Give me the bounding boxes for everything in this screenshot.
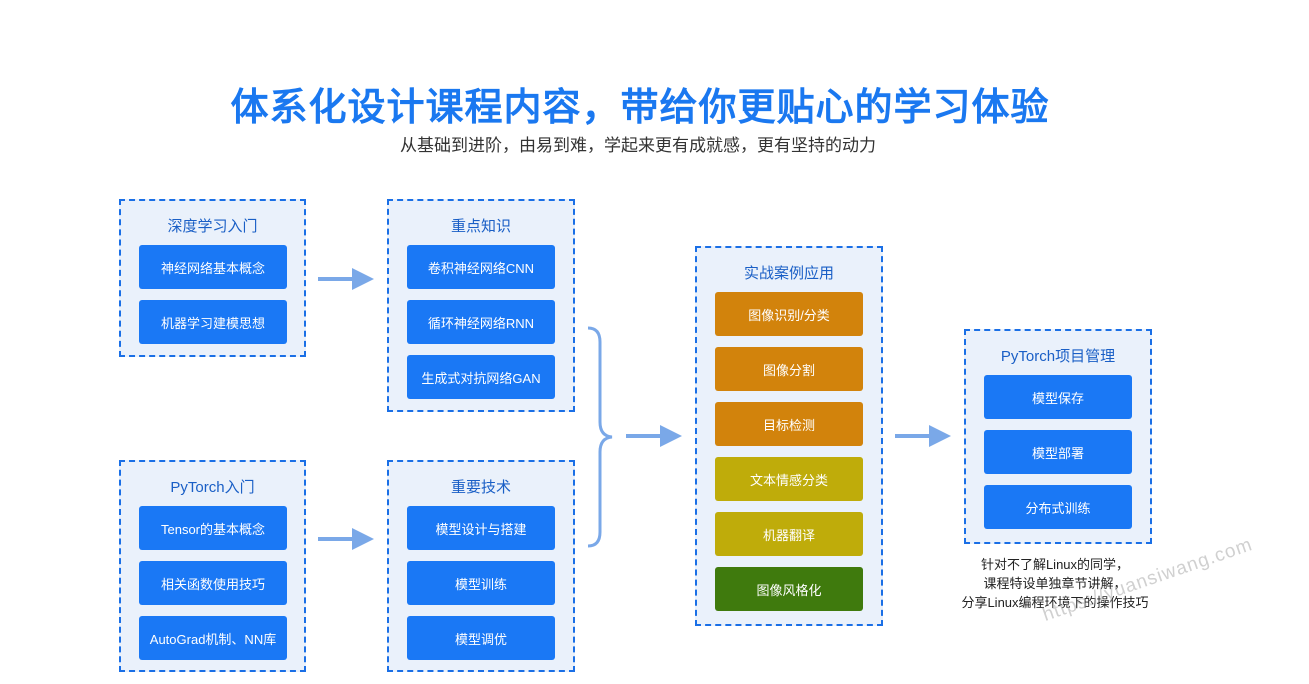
linux-note: 针对不了解Linux的同学， 课程特设单独章节讲解， 分享Linux编程环境下的… [920,555,1190,612]
item-tensor-basics[interactable]: Tensor的基本概念 [139,506,287,550]
group-title: 重点知识 [450,218,511,235]
item-object-detection[interactable]: 目标检测 [715,402,863,446]
arrow-right-icon [895,425,951,447]
group-project-management: PyTorch项目管理 模型保存 模型部署 分布式训练 [964,329,1152,544]
page-subtitle: 从基础到进阶，由易到难，学起来更有成就感，更有坚持的动力 [400,136,876,155]
curly-brace-icon [587,326,613,548]
item-text-sentiment[interactable]: 文本情感分类 [715,457,863,501]
group-practical-cases: 实战案例应用 图像识别/分类 图像分割 目标检测 文本情感分类 机器翻译 图像风… [695,246,883,626]
group-deep-learning-intro: 深度学习入门 神经网络基本概念 机器学习建模思想 [119,199,306,357]
note-line: 课程特设单独章节讲解， [983,576,1127,591]
item-model-tuning[interactable]: 模型调优 [407,616,555,660]
note-line: 针对不了解Linux的同学， [980,557,1130,572]
arrow-right-icon [318,268,374,290]
item-ml-modeling-thinking[interactable]: 机器学习建模思想 [139,300,287,344]
item-distributed-training[interactable]: 分布式训练 [984,485,1132,529]
item-cnn[interactable]: 卷积神经网络CNN [407,245,555,289]
group-title: 深度学习入门 [167,218,258,235]
arrow-right-icon [318,528,374,550]
item-image-classification[interactable]: 图像识别/分类 [715,292,863,336]
group-title: PyTorch入门 [170,479,255,496]
item-style-transfer[interactable]: 图像风格化 [715,567,863,611]
item-gan[interactable]: 生成式对抗网络GAN [407,355,555,399]
item-image-segmentation[interactable]: 图像分割 [715,347,863,391]
group-key-techniques: 重要技术 模型设计与搭建 模型训练 模型调优 [387,460,575,672]
group-pytorch-intro: PyTorch入门 Tensor的基本概念 相关函数使用技巧 AutoGrad机… [119,460,306,672]
item-machine-translation[interactable]: 机器翻译 [715,512,863,556]
note-line: 分享Linux编程环境下的操作技巧 [961,595,1149,610]
item-model-saving[interactable]: 模型保存 [984,375,1132,419]
item-model-design[interactable]: 模型设计与搭建 [407,506,555,550]
item-rnn[interactable]: 循环神经网络RNN [407,300,555,344]
arrow-right-icon [626,425,682,447]
item-model-training[interactable]: 模型训练 [407,561,555,605]
group-title: PyTorch项目管理 [1000,348,1116,365]
group-key-knowledge: 重点知识 卷积神经网络CNN 循环神经网络RNN 生成式对抗网络GAN [387,199,575,412]
group-title: 实战案例应用 [743,265,834,282]
item-function-tips[interactable]: 相关函数使用技巧 [139,561,287,605]
item-model-deployment[interactable]: 模型部署 [984,430,1132,474]
group-title: 重要技术 [450,479,511,496]
page-title: 体系化设计课程内容，带给你更贴心的学习体验 [230,87,1050,129]
item-neural-network-basics[interactable]: 神经网络基本概念 [139,245,287,289]
item-autograd-nn[interactable]: AutoGrad机制、NN库 [139,616,287,660]
